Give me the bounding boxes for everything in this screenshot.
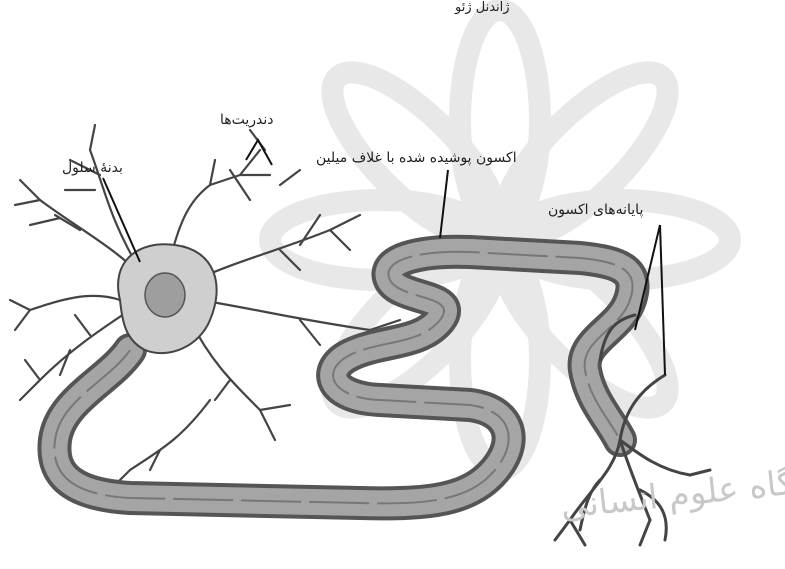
axon-terminals-label: پایانه‌های اکسون — [548, 202, 643, 218]
myelinated-axon-label: اکسون پوشیده شده با غلاف میلین — [316, 150, 517, 166]
cell-body — [118, 244, 217, 353]
nucleus — [145, 273, 185, 317]
top-cropped-label: ژاندنل ژئو — [455, 0, 510, 15]
cell-body-label: بدنهٔ سلول — [62, 160, 123, 176]
dendrites-label: دندریت‌ها — [220, 112, 274, 128]
